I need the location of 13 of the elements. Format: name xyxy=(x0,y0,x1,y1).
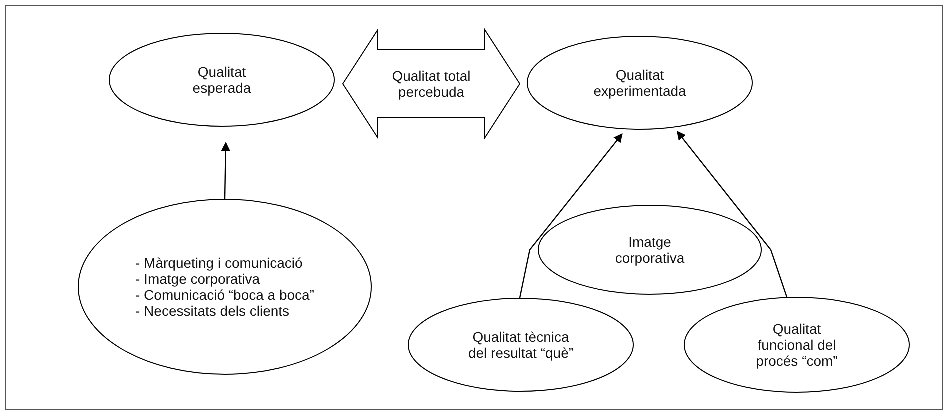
node-label: Qualitat esperada xyxy=(192,64,252,96)
list-item: - Necessitats dels clients xyxy=(136,303,290,319)
arrow xyxy=(519,134,623,298)
list-item: - Comunicació “boca a boca” xyxy=(136,287,314,303)
arrow xyxy=(676,131,788,298)
arrow xyxy=(221,142,230,200)
list-item: - Màrqueting i comunicació xyxy=(136,255,303,271)
node-label: Qualitat funcional del procés “com” xyxy=(755,321,839,369)
node-label: Qualitat experimentada xyxy=(592,67,688,99)
node-label: Imatge corporativa xyxy=(614,234,686,266)
node-label: Qualitat total percebuda xyxy=(391,68,472,100)
list-item: - Imatge corporativa xyxy=(136,271,260,287)
node-label: Qualitat tècnica del resultat “què” xyxy=(467,329,575,361)
